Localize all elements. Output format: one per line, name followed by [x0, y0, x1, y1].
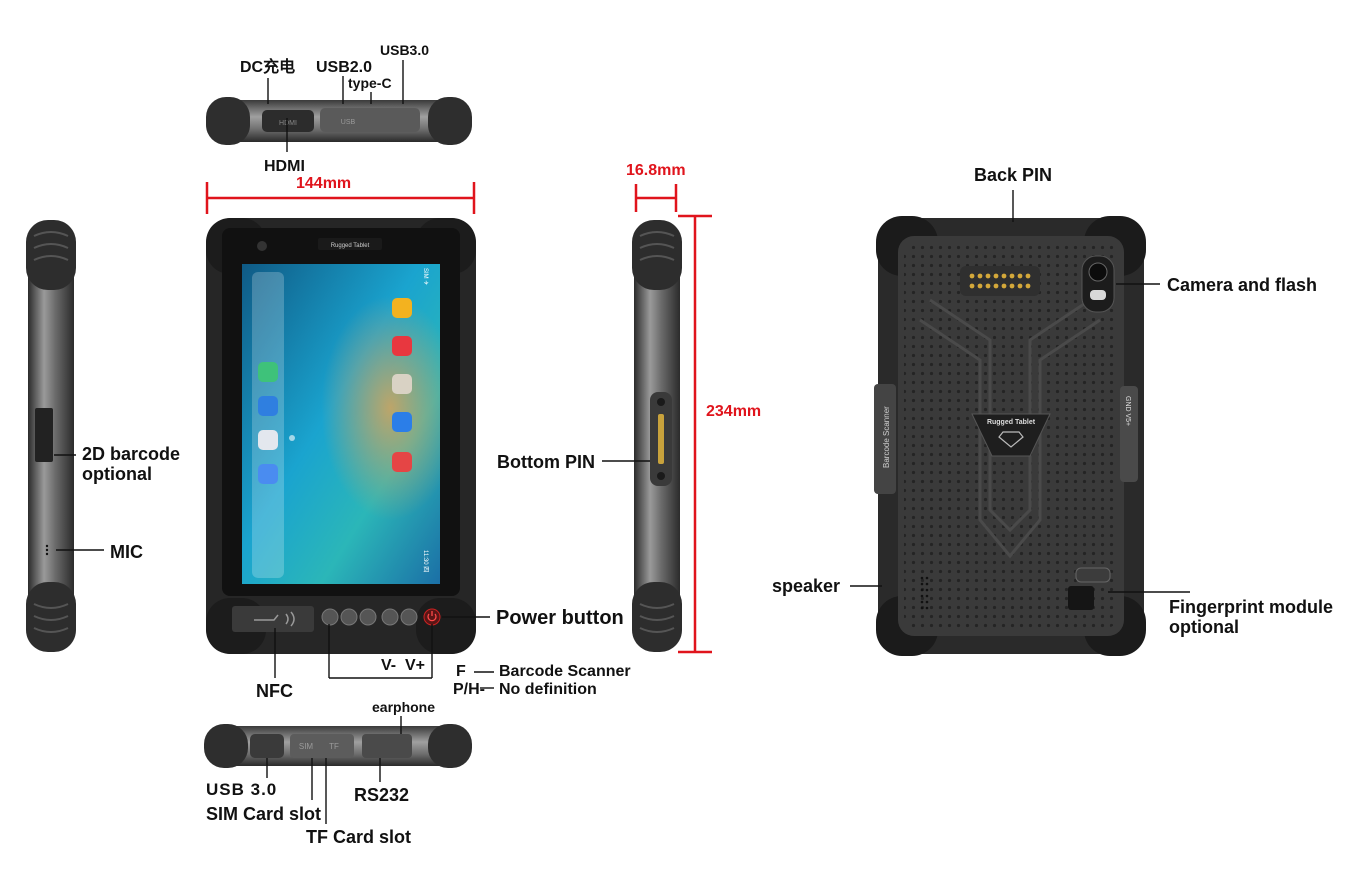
bottom-view-device: SIM TF	[204, 724, 472, 768]
thickness-dimension-label: 16.8mm	[626, 162, 686, 179]
app-icon	[392, 412, 412, 432]
app-icon	[258, 430, 278, 450]
barcode-optional-label: optional	[82, 464, 152, 484]
usb30-bottom-label: USB 3.0	[206, 780, 277, 799]
nfc-label: NFC	[256, 681, 293, 701]
bottom-view-leaders	[266, 716, 402, 824]
left-side-device	[26, 220, 76, 652]
status-text: SIM ✈	[422, 268, 429, 285]
top-view-leaders	[267, 60, 404, 152]
back-pattern-lines	[919, 298, 1101, 559]
ph-key-button[interactable]	[321, 608, 339, 626]
typec-label: type-C	[348, 75, 392, 91]
usb-port-cover	[320, 108, 420, 132]
app-drawer-panel	[252, 272, 284, 578]
speaker-grille	[920, 576, 929, 610]
back-pin-contacts	[969, 273, 1031, 289]
fingerprint-latch	[1075, 567, 1111, 583]
back-leaders	[850, 190, 1190, 593]
front-device: Rugged Tablet SIM ✈ 11:30 四	[206, 218, 476, 654]
left-side-leaders	[54, 454, 104, 551]
fingerprint-sensor	[1068, 586, 1094, 610]
volume-up-button[interactable]	[400, 608, 418, 626]
sim-slot-label: SIM Card slot	[206, 804, 321, 824]
camera-flash-label: Camera and flash	[1167, 275, 1317, 295]
back-logo: Rugged Tablet	[987, 419, 1036, 426]
ph-key-label: P/H-	[453, 681, 485, 698]
speaker-label: speaker	[772, 576, 840, 596]
nfc-icon	[254, 611, 295, 627]
dc-label: DC充电	[240, 57, 295, 76]
side-button-strip	[1120, 386, 1138, 482]
front-camera	[257, 241, 267, 251]
side-button-text: GND V5+	[1124, 396, 1131, 426]
camera-lens	[1088, 262, 1108, 282]
home-dot	[289, 435, 295, 441]
app-icon	[258, 396, 278, 416]
app-icon	[392, 452, 412, 472]
front-logo: Rugged Tablet	[331, 243, 370, 249]
height-dimension-label: 234mm	[706, 403, 761, 420]
back-device: Rugged Tablet Barcode Scanner GND V5+	[874, 216, 1146, 656]
height-dimension	[678, 214, 712, 654]
hdmi-port-text: HDMI	[279, 120, 297, 127]
fingerprint-optional-label: optional	[1169, 617, 1239, 637]
f-key-label: F	[456, 663, 466, 680]
barcode-label: 2D barcode	[82, 444, 180, 464]
width-dimension-label: 144mm	[296, 175, 351, 192]
power-icon	[427, 611, 437, 622]
barcode-scanner-key-label: Barcode Scanner	[499, 663, 631, 680]
tf-mark: TF	[329, 742, 339, 751]
app-icon	[258, 464, 278, 484]
mic-hole	[45, 544, 49, 548]
f-key-left-button[interactable]	[340, 608, 358, 626]
usb30-top-label: USB3.0	[380, 42, 429, 58]
top-view-device: HDMI USB	[206, 97, 472, 145]
f-key-right-button[interactable]	[359, 608, 377, 626]
back-pin-label: Back PIN	[974, 165, 1052, 185]
hdmi-label: HDMI	[264, 158, 305, 175]
thickness-dimension	[634, 184, 678, 212]
flash	[1090, 290, 1106, 300]
front-leaders	[274, 616, 494, 689]
clock-text: 11:30 四	[422, 550, 429, 572]
sim-mark: SIM	[299, 742, 314, 751]
tf-slot-label: TF Card slot	[306, 827, 411, 847]
width-dimension	[205, 182, 476, 214]
app-icon	[392, 298, 412, 318]
back-pin-area	[960, 266, 1040, 296]
sim-tf-cover	[290, 734, 354, 758]
barcode-window	[35, 408, 53, 462]
power-button-label: Power button	[496, 607, 624, 629]
app-icon	[392, 374, 412, 394]
hdmi-port	[262, 110, 314, 132]
no-definition-label: No definition	[499, 681, 597, 698]
back-logo-badge	[971, 413, 1051, 457]
usb-port-text: USB	[341, 119, 356, 126]
app-icon	[258, 362, 278, 382]
usb20-label: USB2.0	[316, 59, 372, 76]
volume-label: V- V+	[381, 657, 425, 674]
nfc-area	[232, 606, 314, 632]
app-icon	[392, 336, 412, 356]
right-side-device	[632, 220, 682, 652]
back-diamond-icon	[998, 431, 1024, 448]
usb30-port-cover	[250, 734, 284, 758]
fingerprint-label: Fingerprint module	[1169, 597, 1333, 617]
front-buttons	[321, 608, 441, 626]
rs232-cover	[362, 734, 412, 758]
side-scanner-text: Barcode Scanner	[882, 406, 891, 468]
bottom-pin-label: Bottom PIN	[497, 452, 595, 472]
bottom-pin-contacts	[658, 414, 664, 464]
mic-label: MIC	[110, 542, 143, 562]
volume-down-button[interactable]	[381, 608, 399, 626]
rs232-label: RS232	[354, 785, 409, 805]
earphone-label: earphone	[372, 699, 435, 715]
side-scanner-strip	[874, 384, 896, 494]
